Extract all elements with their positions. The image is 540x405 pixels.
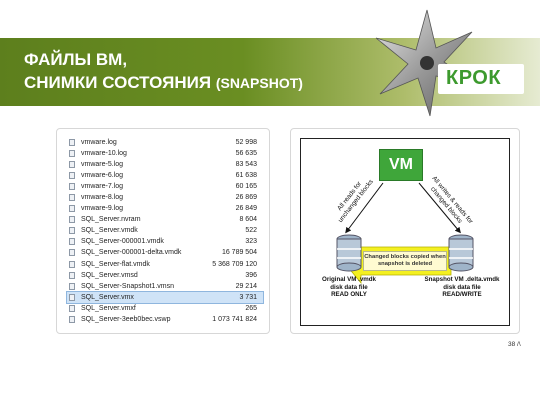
- file-name: SQL_Server-000001.vmdk: [81, 238, 164, 246]
- file-name: SQL_Server-3eeb0bec.vswp: [81, 315, 171, 323]
- file-row[interactable]: SQL_Server-3eeb0bec.vswp 1 073 741 824: [67, 314, 263, 325]
- file-icon: [69, 172, 75, 180]
- title-line-2-ru: СНИМКИ СОСТОЯНИЯ: [24, 73, 212, 92]
- file-icon: [69, 271, 75, 279]
- file-size: 5 368 709 120: [212, 260, 257, 268]
- copy-message-line-1: Changed blocks copied when: [364, 254, 446, 260]
- file-size: 323: [245, 238, 257, 246]
- file-row[interactable]: vmware-7.log 60 165: [67, 181, 263, 192]
- file-size: 26 849: [235, 205, 257, 213]
- file-size: 16 789 504: [221, 249, 257, 257]
- file-name: vmware-9.log: [81, 205, 124, 213]
- file-size: 60 165: [235, 183, 257, 191]
- title-line-2: СНИМКИ СОСТОЯНИЯ (SNAPSHOT): [24, 71, 303, 95]
- file-icon: [69, 249, 75, 257]
- original-disk-caption: Original VM .vmdk disk data file READ ON…: [311, 276, 387, 299]
- file-row[interactable]: SQL_Server.vmsd 396: [67, 270, 263, 281]
- snapshot-caption-3: READ/WRITE: [442, 291, 482, 298]
- file-icon: [69, 260, 75, 268]
- copy-message-line-2: snapshot is deleted: [377, 261, 433, 267]
- slide-title: ФАЙЛЫ ВМ, СНИМКИ СОСТОЯНИЯ (SNAPSHOT): [24, 48, 303, 95]
- file-icon: [69, 227, 75, 235]
- file-row[interactable]: vmware-5.log 83 543: [67, 159, 263, 170]
- company-logo: КРОК: [438, 64, 524, 94]
- left-arrow: [345, 182, 384, 234]
- original-caption-1: Original VM .vmdk: [322, 276, 376, 283]
- file-name: SQL_Server.vmx: [81, 293, 134, 301]
- file-row[interactable]: vmware-6.log 61 638: [67, 170, 263, 181]
- file-name: vmware-8.log: [81, 194, 124, 202]
- title-line-2-en: (SNAPSHOT): [215, 75, 303, 91]
- file-row[interactable]: vmware.log 52 998: [67, 137, 263, 148]
- logo-text: КРОК: [446, 67, 502, 89]
- right-arrow: [418, 182, 461, 234]
- file-size: 83 543: [235, 161, 257, 169]
- file-icon: [69, 282, 75, 290]
- title-line-1: ФАЙЛЫ ВМ,: [24, 50, 128, 69]
- snapshot-diagram: VM All reads for unchanged blocks All wr…: [300, 138, 510, 326]
- vm-box: VM: [379, 149, 423, 181]
- file-name: SQL_Server-flat.vmdk: [81, 260, 150, 268]
- file-name: vmware-6.log: [81, 172, 124, 180]
- file-row[interactable]: SQL_Server.vmxf 265: [67, 303, 263, 314]
- file-icon: [69, 293, 75, 301]
- file-row[interactable]: vmware-10.log 56 635: [67, 148, 263, 159]
- file-icon: [69, 304, 75, 312]
- file-size: 3 731: [239, 293, 257, 301]
- file-row[interactable]: SQL_Server.vmdk 522: [67, 225, 263, 236]
- file-row[interactable]: vmware-8.log 26 869: [67, 192, 263, 203]
- snapshot-caption-2: disk data file: [443, 283, 481, 291]
- file-size: 1 073 741 824: [212, 315, 257, 323]
- file-name: vmware-10.log: [81, 150, 127, 158]
- file-name: vmware.log: [81, 139, 117, 146]
- diagram-arrows: [336, 182, 474, 285]
- file-icon: [69, 205, 75, 213]
- file-row[interactable]: vmware-9.log 26 849: [67, 203, 263, 214]
- file-row[interactable]: SQL_Server.vmx 3 731: [66, 290, 264, 304]
- original-caption-2: disk data file: [330, 283, 368, 291]
- file-icon: [69, 150, 75, 158]
- copy-message: Changed blocks copied when snapshot is d…: [363, 251, 447, 271]
- file-row[interactable]: SQL_Server-000001.vmdk 323: [67, 236, 263, 247]
- file-name: vmware-5.log: [81, 161, 124, 169]
- original-disk-icon: [336, 234, 362, 272]
- file-size: 26 869: [235, 194, 257, 202]
- file-name: SQL_Server-Snapshot1.vmsn: [81, 282, 174, 290]
- file-icon: [69, 139, 75, 146]
- file-size: 61 638: [235, 172, 257, 180]
- file-icon: [69, 194, 75, 202]
- snapshot-caption-1: Snapshot VM .delta.vmdk: [424, 276, 500, 283]
- file-size: 8 604: [239, 216, 257, 224]
- file-name: SQL_Server.vmsd: [81, 271, 138, 279]
- file-size: 56 635: [235, 150, 257, 158]
- file-row[interactable]: SQL_Server-flat.vmdk 5 368 709 120: [67, 259, 263, 270]
- file-icon: [69, 315, 75, 323]
- page-number: 38 /\: [508, 341, 521, 348]
- file-row[interactable]: SQL_Server-Snapshot1.vmsn 29 214: [67, 281, 263, 292]
- file-name: SQL_Server-000001-delta.vmdk: [81, 249, 182, 257]
- snapshot-disk-caption: Snapshot VM .delta.vmdk disk data file R…: [419, 276, 505, 299]
- file-row[interactable]: SQL_Server.nvram 8 604: [67, 214, 263, 225]
- file-name: SQL_Server.vmdk: [81, 227, 138, 235]
- shuriken-icon: [375, 9, 479, 117]
- file-row[interactable]: SQL_Server-000001-delta.vmdk 16 789 504: [67, 247, 263, 258]
- file-name: vmware-7.log: [81, 183, 124, 191]
- file-size: 29 214: [235, 282, 257, 290]
- file-name: SQL_Server.vmxf: [81, 304, 136, 312]
- original-caption-3: READ ONLY: [331, 291, 367, 298]
- snapshot-disk-icon: [448, 234, 474, 272]
- file-name: SQL_Server.nvram: [81, 216, 141, 224]
- file-icon: [69, 161, 75, 169]
- file-icon: [69, 238, 75, 246]
- file-size: 522: [245, 227, 257, 235]
- file-icon: [69, 183, 75, 191]
- file-size: 396: [245, 271, 257, 279]
- file-size: 265: [245, 304, 257, 312]
- file-size: 52 998: [235, 139, 257, 146]
- file-icon: [69, 216, 75, 224]
